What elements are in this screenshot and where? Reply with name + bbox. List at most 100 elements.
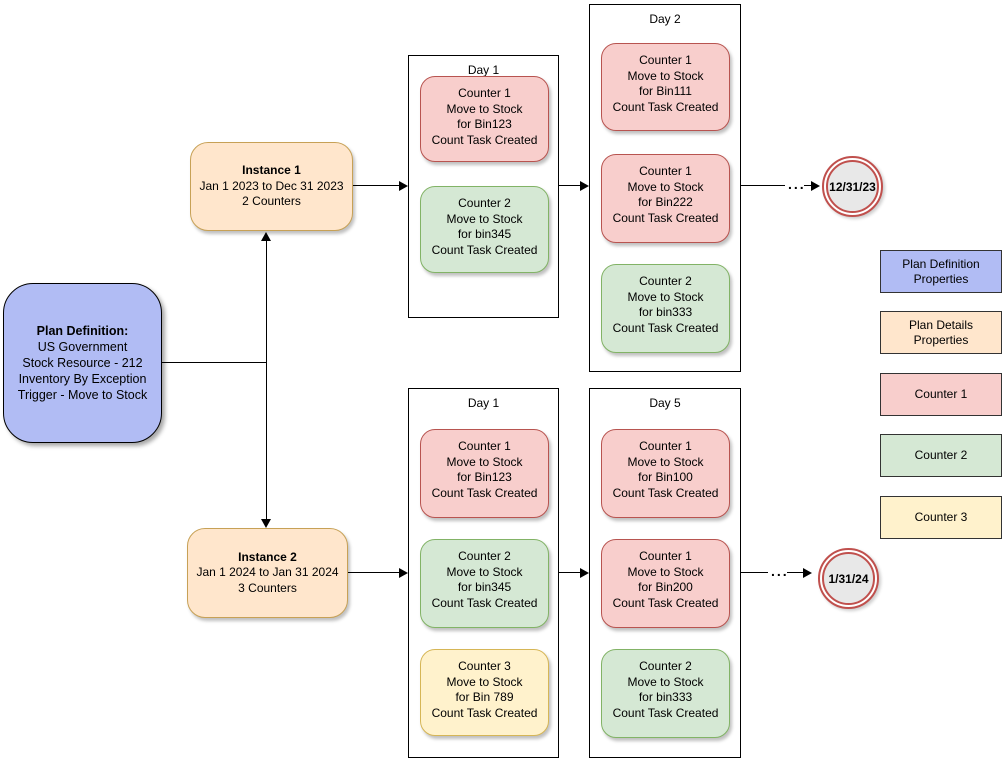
instance-1-counters: 2 Counters <box>242 194 301 209</box>
connector-junction-vertical <box>266 241 267 520</box>
day-group-bottom-day1: Day 1 Counter 1 Move to Stock for Bin123… <box>408 388 559 758</box>
card-line: Move to Stock <box>446 564 523 579</box>
card-line: Counter 3 <box>458 659 511 673</box>
legend-label: Counter 2 <box>914 448 968 462</box>
card-line: for Bin200 <box>638 580 693 594</box>
counter-card: Counter 1 Move to Stock for Bin100 Count… <box>601 429 730 518</box>
card-line: Counter 1 <box>458 439 511 453</box>
day-group-title: Day 1 <box>467 396 500 410</box>
arrowhead-to-instance-1 <box>261 232 271 241</box>
card-line: Count Task Created <box>612 320 719 335</box>
counter-card: Counter 1 Move to Stock for Bin123 Count… <box>420 429 549 518</box>
instance-2-counters: 3 Counters <box>238 580 297 595</box>
connector-day2-to-end <box>741 185 785 186</box>
connector-day1-to-day5 <box>559 572 580 573</box>
legend-item-plan-details: Plan Details Properties <box>880 311 1002 354</box>
counter-card: Counter 2 Move to Stock for bin333 Count… <box>601 264 730 353</box>
legend-label: Plan Details Properties <box>908 317 974 347</box>
card-line: for Bin123 <box>457 470 512 484</box>
card-line: Count Task Created <box>612 485 719 500</box>
card-line: Counter 1 <box>639 439 692 453</box>
plan-definition-line: Stock Resource - 212 <box>22 356 143 370</box>
counter-card: Counter 3 Move to Stock for Bin 789 Coun… <box>420 649 549 736</box>
card-line: Counter 1 <box>639 164 692 178</box>
card-line: Count Task Created <box>612 99 719 114</box>
card-line: for Bin222 <box>638 195 693 209</box>
instance-1-range: Jan 1 2023 to Dec 31 2023 <box>199 178 344 193</box>
plan-definition-line: Inventory By Exception <box>18 372 147 386</box>
card-line: for Bin100 <box>638 470 693 484</box>
card-line: for Bin111 <box>639 84 692 98</box>
card-line: Count Task Created <box>431 595 538 610</box>
instance-1-node: Instance 1 Jan 1 2023 to Dec 31 2023 2 C… <box>190 142 353 231</box>
card-line: Count Task Created <box>431 705 538 720</box>
day-group-title: Day 2 <box>649 12 681 26</box>
connector-day5-to-end <box>741 572 768 573</box>
counter-card: Counter 2 Move to Stock for bin345 Count… <box>420 539 549 628</box>
counter-card: Counter 2 Move to Stock for bin345 Count… <box>420 186 549 273</box>
end-date-label: 1/31/24 <box>822 552 875 605</box>
card-line: Move to Stock <box>627 674 704 689</box>
day-group-bottom-day5: Day 5 Counter 1 Move to Stock for Bin100… <box>589 388 741 758</box>
legend-label: Counter 3 <box>914 510 968 524</box>
card-line: Count Task Created <box>612 705 719 720</box>
connector-day1-to-day2 <box>559 185 580 186</box>
legend-item-counter-2: Counter 2 <box>880 434 1002 477</box>
card-line: Move to Stock <box>446 454 523 469</box>
legend-label: Plan Definition Properties <box>902 256 980 286</box>
connector-day5-to-end <box>787 572 803 573</box>
card-line: Move to Stock <box>446 211 523 226</box>
card-line: Move to Stock <box>627 454 704 469</box>
card-line: Move to Stock <box>627 68 704 83</box>
end-date-node-2023: 12/31/23 <box>822 156 883 217</box>
arrowhead-day5 <box>580 568 589 578</box>
card-line: for bin345 <box>457 580 512 594</box>
card-line: Counter 1 <box>639 549 692 563</box>
legend-item-counter-3: Counter 3 <box>880 496 1002 539</box>
ellipsis-label: ... <box>788 176 806 192</box>
card-line: Move to Stock <box>446 674 523 689</box>
connector-plan-to-junction <box>161 362 267 363</box>
card-line: Count Task Created <box>431 485 538 500</box>
card-line: Count Task Created <box>612 595 719 610</box>
counter-card: Counter 1 Move to Stock for Bin123 Count… <box>420 76 549 162</box>
counter-card: Counter 1 Move to Stock for Bin222 Count… <box>601 154 730 243</box>
card-line: Counter 2 <box>639 659 692 673</box>
card-line: Count Task Created <box>431 132 538 147</box>
day-group-title: Day 1 <box>467 63 500 77</box>
plan-definition-node: Plan Definition: US Government Stock Res… <box>3 283 162 443</box>
arrowhead-day1-top <box>399 181 408 191</box>
legend-item-counter-1: Counter 1 <box>880 373 1002 416</box>
day-group-title: Day 5 <box>649 396 681 410</box>
card-line: Count Task Created <box>612 210 719 225</box>
day-group-top-day2: Day 2 Counter 1 Move to Stock for Bin111… <box>589 4 741 372</box>
legend-item-plan-definition: Plan Definition Properties <box>880 250 1002 293</box>
arrowhead-day2 <box>580 181 589 191</box>
card-line: for bin345 <box>457 227 512 241</box>
card-line: Move to Stock <box>627 564 704 579</box>
card-line: for Bin123 <box>457 117 512 131</box>
card-line: Move to Stock <box>627 289 704 304</box>
card-line: Move to Stock <box>446 101 523 116</box>
end-date-label: 12/31/23 <box>826 160 879 213</box>
arrowhead-end-1 <box>811 181 820 191</box>
counter-card: Counter 1 Move to Stock for Bin111 Count… <box>601 43 730 131</box>
card-line: for Bin 789 <box>455 690 514 704</box>
end-date-node-2024: 1/31/24 <box>818 548 879 609</box>
legend-label: Counter 1 <box>914 387 968 401</box>
connector-instance1-to-day1 <box>353 185 399 186</box>
card-line: Counter 1 <box>639 53 692 67</box>
card-line: for bin333 <box>638 690 693 704</box>
counter-card: Counter 1 Move to Stock for Bin200 Count… <box>601 539 730 628</box>
counter-card: Counter 2 Move to Stock for bin333 Count… <box>601 649 730 738</box>
instance-2-range: Jan 1 2024 to Jan 31 2024 <box>196 565 339 580</box>
plan-definition-line: Trigger - Move to Stock <box>17 388 148 402</box>
card-line: Counter 2 <box>458 549 511 563</box>
instance-1-title: Instance 1 <box>242 163 301 178</box>
connector-day2-to-end <box>804 185 811 186</box>
connector-instance2-to-day1 <box>348 572 399 573</box>
card-line: Counter 2 <box>639 274 692 288</box>
card-line: Counter 2 <box>458 196 511 210</box>
plan-definition-title: Plan Definition: <box>36 324 129 338</box>
